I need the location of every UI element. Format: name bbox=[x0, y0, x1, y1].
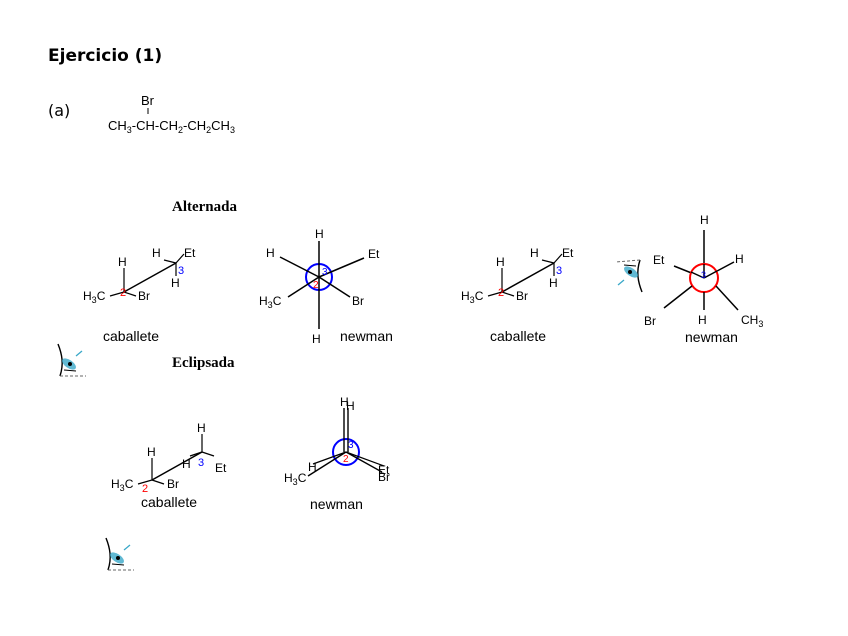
svg-text:Br: Br bbox=[138, 289, 150, 303]
svg-text:H: H bbox=[152, 246, 161, 260]
svg-text:H: H bbox=[147, 445, 156, 459]
part-label: (a) bbox=[48, 101, 71, 120]
condensed-formula: Br CH3-CH-CH2-CH2CH3 bbox=[108, 93, 235, 135]
eye-view-icon bbox=[57, 343, 86, 377]
eye-view-icon bbox=[615, 259, 643, 293]
svg-text:2: 2 bbox=[343, 454, 349, 465]
svg-text:H: H bbox=[698, 313, 707, 327]
caption-caballete-1: caballete bbox=[103, 328, 160, 344]
sawhorse-staggered-1: H H3C 2 Br H Et 3 H bbox=[83, 246, 196, 305]
formula-main: CH3-CH-CH2-CH2CH3 bbox=[108, 118, 235, 135]
newman-staggered-2: 3 H H Et H CH3 Br bbox=[644, 213, 763, 329]
svg-text:3: 3 bbox=[198, 457, 204, 469]
section-alternada: Alternada bbox=[172, 199, 237, 215]
svg-text:Br: Br bbox=[352, 294, 364, 308]
svg-text:H: H bbox=[308, 460, 317, 474]
caption-caballete-2: caballete bbox=[490, 328, 547, 344]
svg-text:H: H bbox=[549, 276, 558, 290]
svg-text:H: H bbox=[340, 395, 349, 409]
svg-text:H3C: H3C bbox=[83, 289, 106, 305]
svg-text:Et: Et bbox=[378, 463, 390, 477]
svg-text:Et: Et bbox=[562, 246, 574, 260]
svg-text:Et: Et bbox=[653, 253, 665, 267]
newman-eclipsed: 3 2 H H H3C H Et Br bbox=[284, 395, 390, 487]
svg-text:3: 3 bbox=[701, 270, 706, 280]
formula-br: Br bbox=[141, 93, 155, 108]
svg-text:H: H bbox=[315, 227, 324, 241]
svg-text:Br: Br bbox=[516, 289, 528, 303]
svg-text:3: 3 bbox=[178, 265, 184, 277]
svg-text:Et: Et bbox=[368, 247, 380, 261]
svg-text:H: H bbox=[182, 457, 191, 471]
svg-text:H: H bbox=[735, 252, 744, 266]
svg-text:2: 2 bbox=[120, 287, 126, 299]
newman-staggered-1: 3 2 H H Et H3C Br H bbox=[259, 227, 380, 346]
caption-caballete-3: caballete bbox=[141, 494, 198, 510]
svg-text:H: H bbox=[266, 246, 275, 260]
svg-text:2: 2 bbox=[498, 287, 504, 299]
svg-text:Br: Br bbox=[378, 470, 390, 484]
svg-text:Br: Br bbox=[644, 314, 656, 328]
sawhorse-eclipsed: H H3C 2 Br H H 3 Et bbox=[111, 421, 227, 495]
svg-text:H: H bbox=[118, 255, 127, 269]
svg-text:CH3: CH3 bbox=[741, 313, 763, 329]
svg-text:H: H bbox=[171, 276, 180, 290]
svg-text:3: 3 bbox=[556, 265, 562, 277]
svg-text:H: H bbox=[496, 255, 505, 269]
eye-view-icon bbox=[105, 537, 134, 571]
svg-text:3: 3 bbox=[348, 440, 354, 451]
section-eclipsada: Eclipsada bbox=[172, 355, 235, 371]
svg-text:H: H bbox=[700, 213, 709, 227]
svg-text:Et: Et bbox=[184, 246, 196, 260]
svg-text:H3C: H3C bbox=[461, 289, 484, 305]
svg-text:3: 3 bbox=[322, 267, 328, 278]
svg-text:H3C: H3C bbox=[259, 294, 282, 310]
svg-text:H3C: H3C bbox=[111, 477, 134, 493]
svg-text:H3C: H3C bbox=[284, 471, 307, 487]
svg-text:H: H bbox=[530, 246, 539, 260]
svg-text:H: H bbox=[197, 421, 206, 435]
sawhorse-staggered-2: H H3C 2 Br H Et 3 H bbox=[461, 246, 574, 305]
svg-text:2: 2 bbox=[313, 280, 319, 291]
svg-text:H: H bbox=[346, 399, 355, 413]
svg-text:H: H bbox=[312, 332, 321, 346]
svg-text:2: 2 bbox=[142, 483, 148, 495]
exercise-title: Ejercicio (1) bbox=[48, 46, 163, 66]
caption-newman-3: newman bbox=[310, 496, 363, 512]
caption-newman-2: newman bbox=[685, 329, 738, 345]
svg-text:Br: Br bbox=[167, 477, 179, 491]
caption-newman-1: newman bbox=[340, 328, 393, 344]
svg-text:Et: Et bbox=[215, 461, 227, 475]
